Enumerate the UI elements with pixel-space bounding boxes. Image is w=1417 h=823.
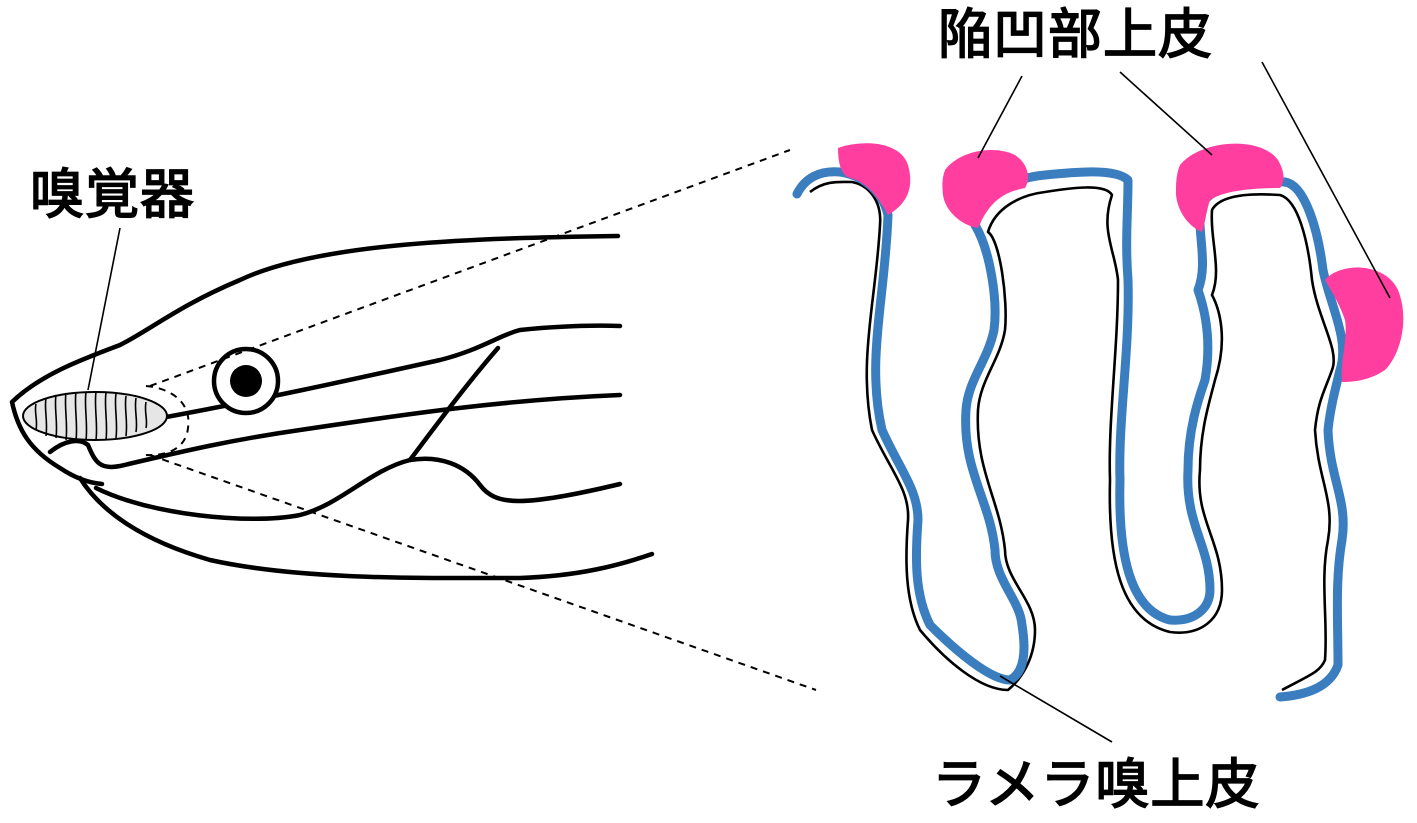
pit-epithelium-3 — [1176, 144, 1284, 232]
olfactory-organ-label: 嗅覚器 — [30, 168, 195, 222]
pit-epithelium-label: 陥凹部上皮 — [938, 8, 1213, 62]
pit-epithelium-1 — [838, 143, 910, 215]
pit-epithelium-2 — [942, 150, 1028, 228]
pit-leader-1 — [978, 76, 1022, 158]
lower-jaw-outline — [80, 478, 652, 578]
pit-leader-2 — [1120, 72, 1212, 155]
fish-head — [12, 228, 652, 578]
lamellar-epithelium-label: ラメラ嗅上皮 — [932, 758, 1260, 812]
jaw-line — [96, 460, 410, 519]
head-upper-outline — [12, 236, 618, 484]
olfactory-organ-leader — [88, 228, 120, 390]
lamella-leader — [1000, 676, 1112, 742]
gill-line — [410, 348, 620, 501]
olfactory-rosette — [23, 392, 167, 440]
eye-pupil — [230, 365, 262, 397]
lamellae-detail — [797, 62, 1403, 742]
